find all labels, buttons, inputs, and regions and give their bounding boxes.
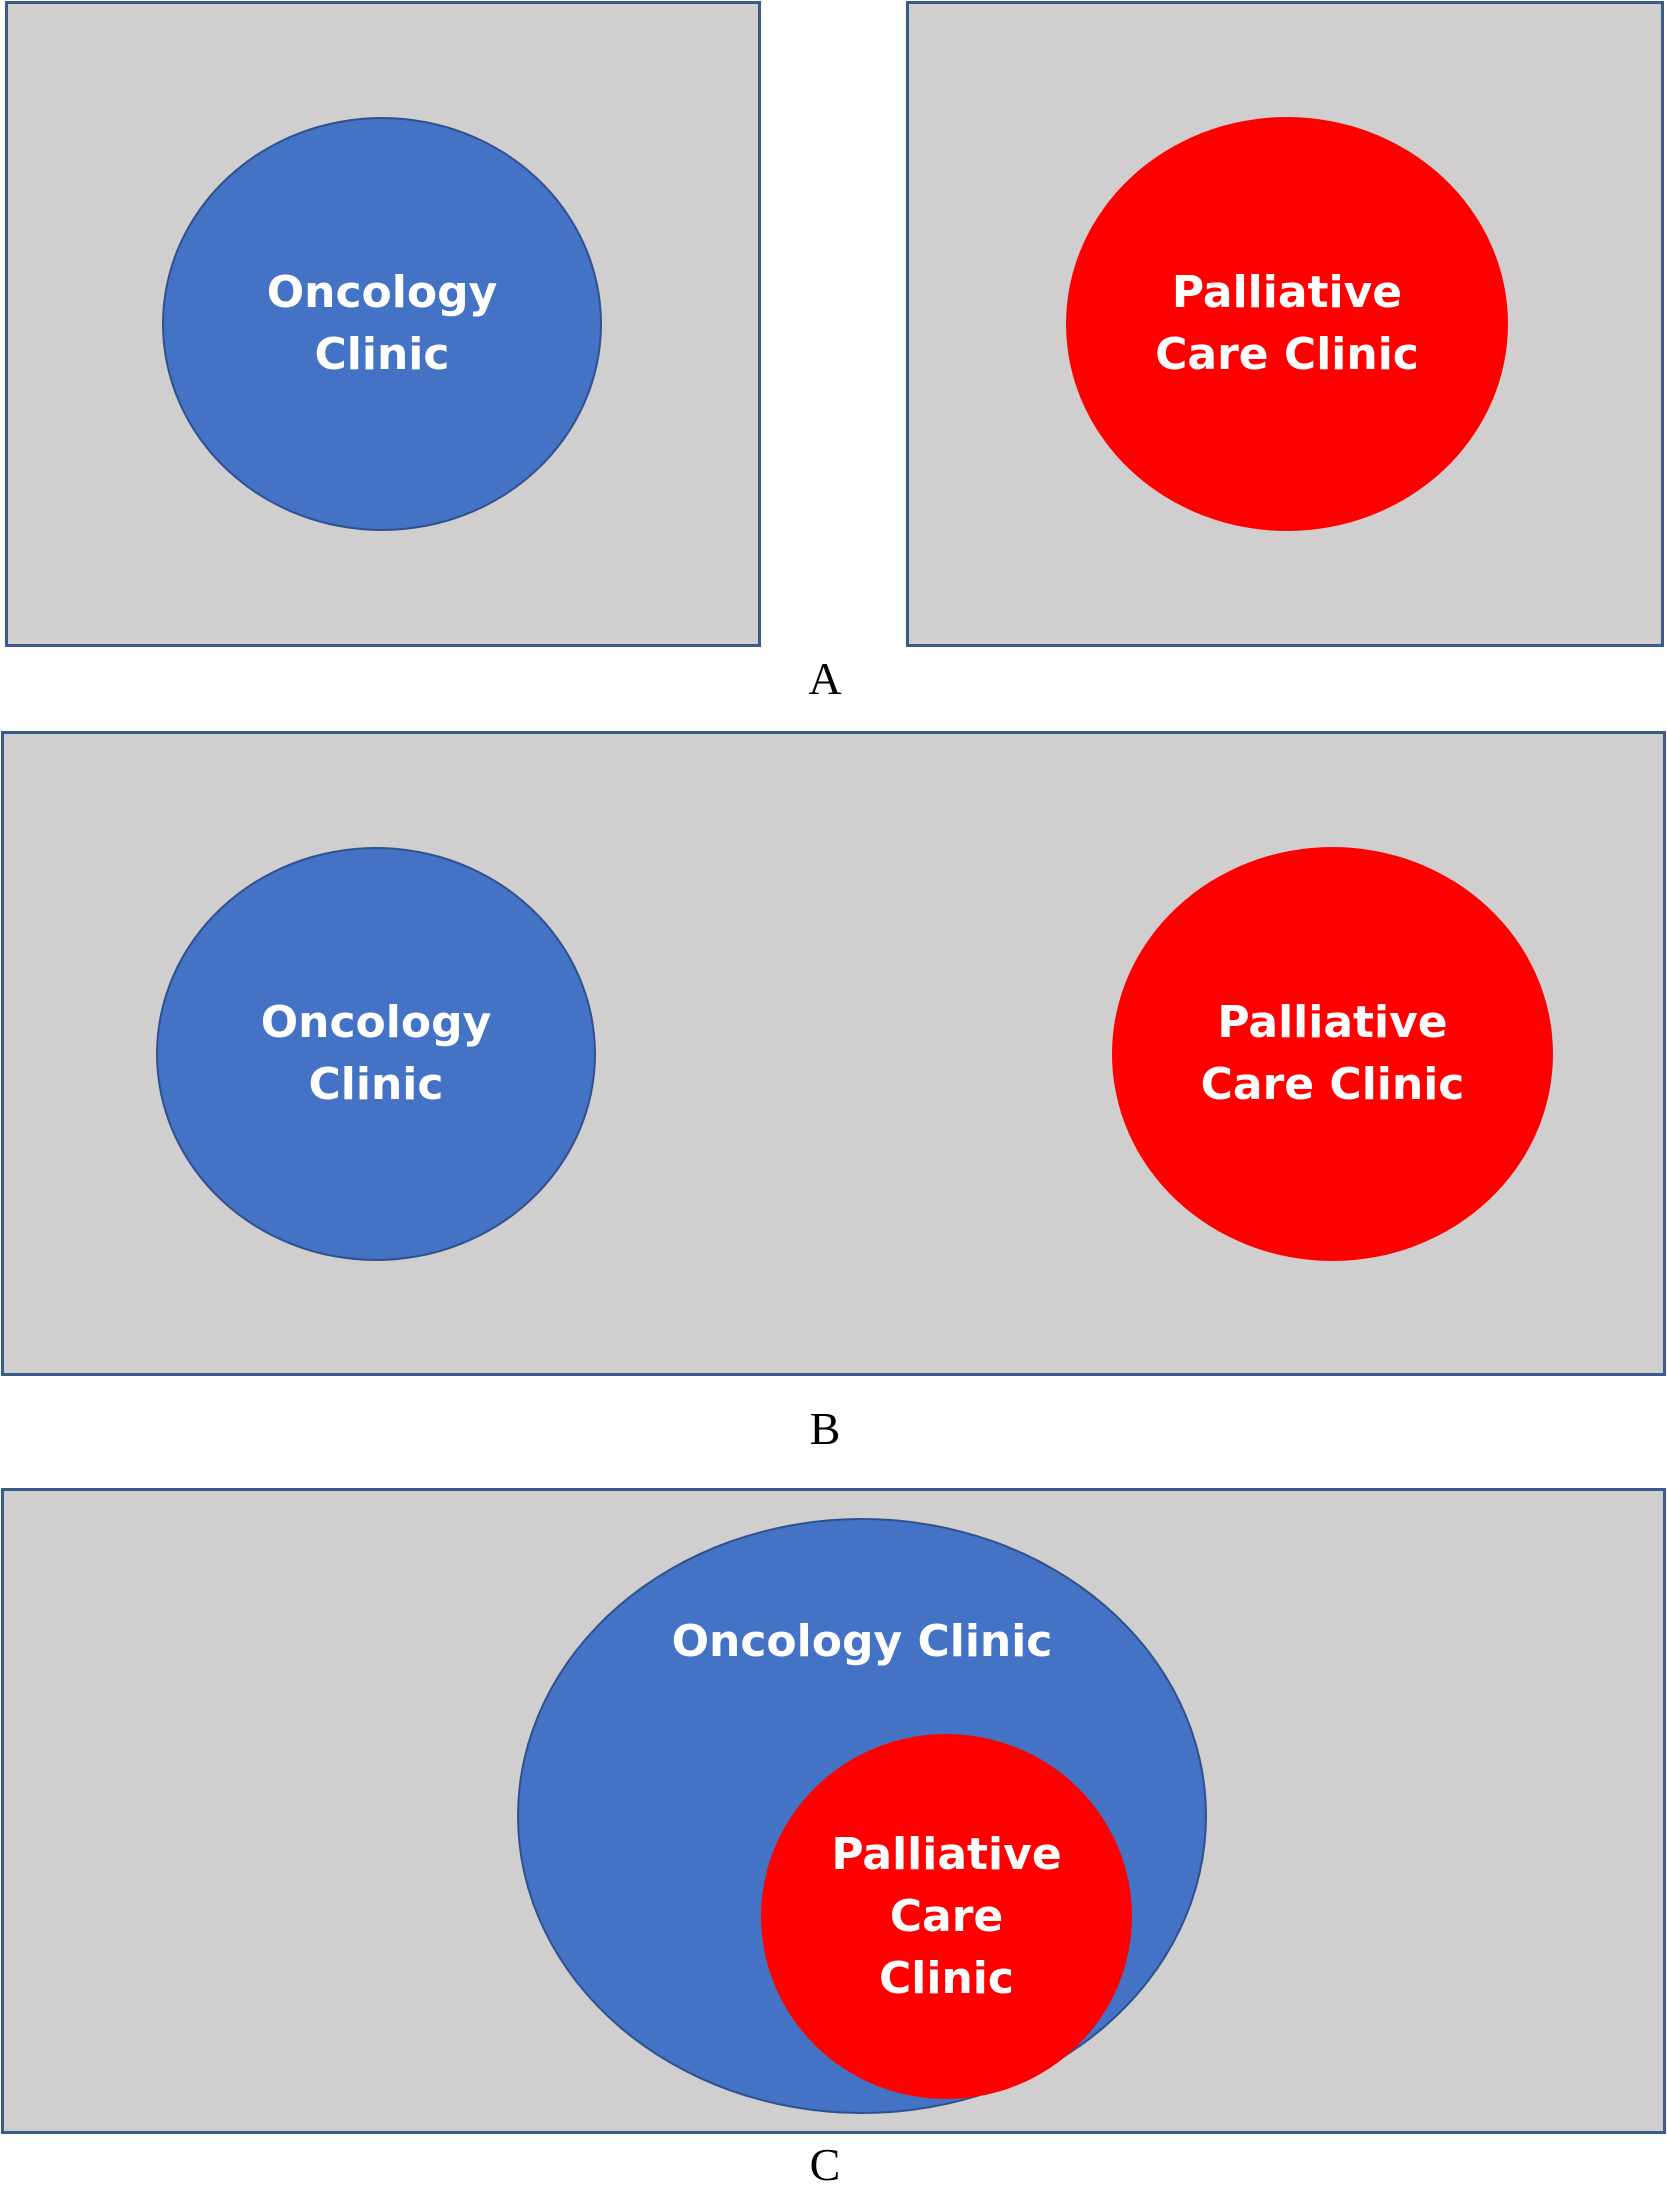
- panel-c-oncology-label: Oncology Clinic: [671, 1616, 1053, 1667]
- panel-b-palliative-label: Palliative Care Clinic: [1200, 997, 1465, 1110]
- panel-b-palliative-circle: Palliative Care Clinic: [1112, 847, 1553, 1261]
- panel-c-caption: C: [809, 2139, 841, 2190]
- panel-b-caption: B: [809, 1403, 841, 1454]
- panel-a-right-box: Palliative Care Clinic: [906, 1, 1664, 647]
- panel-a-palliative-circle: Palliative Care Clinic: [1066, 117, 1508, 531]
- panel-c-palliative-circle: Palliative Care Clinic: [761, 1734, 1132, 2099]
- panel-a-oncology-circle: Oncology Clinic: [162, 117, 602, 531]
- panel-a-oncology-label: Oncology Clinic: [266, 267, 498, 380]
- panel-c-palliative-label: Palliative Care Clinic: [831, 1828, 1062, 2004]
- panel-a-left-box: Oncology Clinic: [5, 1, 761, 647]
- panel-a-palliative-label: Palliative Care Clinic: [1155, 267, 1419, 380]
- panel-b-oncology-circle: Oncology Clinic: [156, 847, 596, 1261]
- panel-b-box: Oncology Clinic Palliative Care Clinic: [1, 731, 1666, 1376]
- panel-a-caption: A: [808, 653, 842, 704]
- panel-b-oncology-label: Oncology Clinic: [260, 997, 492, 1110]
- panel-c-box: Oncology Clinic Palliative Care Clinic: [1, 1488, 1666, 2134]
